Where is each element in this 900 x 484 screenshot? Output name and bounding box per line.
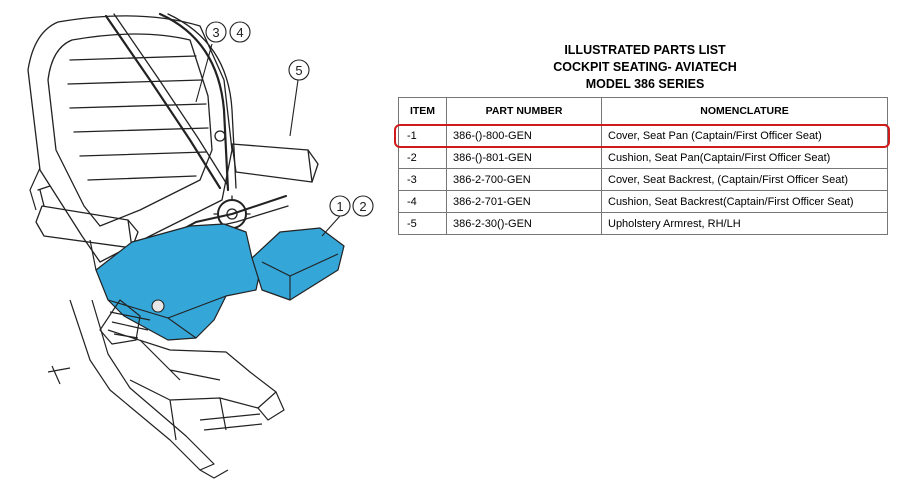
table-row: -1 386-()-800-GEN Cover, Seat Pan (Capta…	[398, 124, 888, 147]
callout-3	[205, 21, 227, 43]
title-line-1: ILLUSTRATED PARTS LIST	[564, 43, 726, 57]
table-row: -4 386-2-701-GEN Cushion, Seat Backrest(…	[398, 190, 888, 213]
seat-backrest	[27, 15, 233, 263]
callout-2	[352, 195, 374, 217]
title-line-2: COCKPIT SEATING- AVIATECH	[553, 60, 737, 74]
shoulder-strap-right	[158, 12, 230, 192]
callout-1-label: 1	[336, 199, 343, 214]
cell-nomenclature: Cover, Seat Pan (Captain/First Officer S…	[601, 124, 888, 147]
cell-nomenclature: Cushion, Seat Pan(Captain/First Officer …	[601, 146, 888, 169]
armrest-left	[35, 205, 139, 249]
shoulder-strap-left	[104, 14, 222, 190]
callout-5	[288, 59, 310, 81]
cell-nomenclature: Cushion, Seat Backrest(Captain/First Off…	[601, 190, 888, 213]
seat-base	[29, 167, 285, 479]
parts-table: ITEM PART NUMBER NOMENCLATURE -1 386-()-…	[398, 97, 888, 235]
callout-1	[329, 195, 351, 217]
table-row: -2 386-()-801-GEN Cushion, Seat Pan(Capt…	[398, 146, 888, 169]
cell-part-number: 386-2-701-GEN	[446, 190, 602, 213]
callout-4	[229, 21, 251, 43]
cell-item: -3	[398, 168, 447, 191]
cell-part-number: 386-2-30()-GEN	[446, 212, 602, 235]
table-row: -5 386-2-30()-GEN Upholstery Armrest, RH…	[398, 212, 888, 235]
cell-part-number: 386-2-700-GEN	[446, 168, 602, 191]
table-header-row: ITEM PART NUMBER NOMENCLATURE	[398, 97, 888, 125]
callout-4-label: 4	[236, 25, 243, 40]
col-header-nomenclature: NOMENCLATURE	[601, 97, 888, 125]
cell-item: -2	[398, 146, 447, 169]
armrest-right	[231, 143, 319, 183]
cell-item: -1	[398, 124, 447, 147]
cell-item: -5	[398, 212, 447, 235]
title-line-3: MODEL 386 SERIES	[585, 77, 705, 91]
cell-nomenclature: Cover, Seat Backrest, (Captain/First Off…	[601, 168, 888, 191]
cell-part-number: 386-()-800-GEN	[446, 124, 602, 147]
callout-2-label: 2	[359, 199, 366, 214]
cell-nomenclature: Upholstery Armrest, RH/LH	[601, 212, 888, 235]
cell-item: -4	[398, 190, 447, 213]
seat-diagram: 3 4 5 1 2	[27, 12, 374, 479]
table-row: -3 386-2-700-GEN Cover, Seat Backrest, (…	[398, 168, 888, 191]
cell-part-number: 386-()-801-GEN	[446, 146, 602, 169]
col-header-item: ITEM	[398, 97, 447, 125]
callout-3-label: 3	[212, 25, 219, 40]
col-header-part-number: PART NUMBER	[446, 97, 602, 125]
callout-5-label: 5	[295, 63, 302, 78]
seat-pan-highlight	[95, 223, 345, 341]
